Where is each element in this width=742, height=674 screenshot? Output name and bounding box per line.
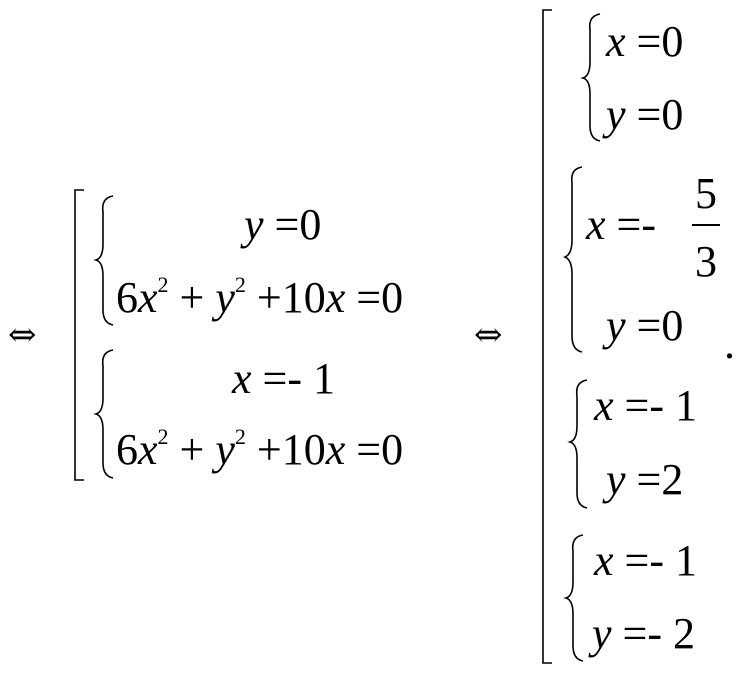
op-equals: = <box>636 17 662 66</box>
op-plus: + <box>256 273 282 322</box>
equivalence-arrow-1: ⇔ <box>8 315 37 355</box>
right-sysC-row1: x =- 1 <box>594 384 697 428</box>
op-equals: = <box>616 200 642 249</box>
var-y: y <box>606 301 626 350</box>
coef: 6 <box>116 273 138 322</box>
right-sysB-row2: y =0 <box>606 304 683 348</box>
equivalence-arrow-2: ⇔ <box>474 315 503 355</box>
value: 2 <box>673 609 696 658</box>
right-sysD-row1: x =- 1 <box>594 539 697 583</box>
var-x: x <box>606 17 626 66</box>
var-y: y <box>215 425 235 474</box>
right-sysC-row2: y =2 <box>606 458 683 502</box>
var-y: y <box>592 609 612 658</box>
value: 1 <box>675 536 698 585</box>
var-y: y <box>606 455 626 504</box>
value: 0 <box>661 90 684 139</box>
right-sysD-row2: y =- 2 <box>592 612 695 656</box>
closing-period: . <box>724 319 735 368</box>
value: 0 <box>381 273 404 322</box>
op-equals: = <box>624 536 650 585</box>
right-sysB-row1: x =- <box>586 203 656 247</box>
var-x: x <box>138 425 158 474</box>
op-minus: - <box>287 354 303 403</box>
left-set-bracket <box>74 189 84 481</box>
value: 1 <box>675 381 698 430</box>
right-sysA-row1: x =0 <box>606 20 683 64</box>
op-equals: = <box>636 455 662 504</box>
left-system-1-brace <box>93 195 114 326</box>
var-y: y <box>215 273 235 322</box>
right-system-b-brace <box>562 166 583 353</box>
var-x: x <box>138 273 158 322</box>
exponent: 2 <box>234 272 246 297</box>
coef: 6 <box>116 425 138 474</box>
op-equals: = <box>262 354 288 403</box>
right-sysA-row2: y =0 <box>606 93 683 137</box>
op-minus: - <box>649 381 665 430</box>
right-set-bracket <box>542 9 552 664</box>
right-system-c-brace <box>567 379 588 509</box>
value: 0 <box>381 425 404 474</box>
op-equals: = <box>636 301 662 350</box>
fraction-numerator: 5 <box>695 169 717 218</box>
var-x: x <box>594 536 614 585</box>
op-equals: = <box>274 200 300 249</box>
op-equals: = <box>356 425 382 474</box>
op-minus: - <box>649 536 665 585</box>
coef: 10 <box>281 425 326 474</box>
exponent: 2 <box>157 424 169 449</box>
value: 2 <box>661 455 684 504</box>
left-system-2-brace <box>93 349 114 479</box>
exponent: 2 <box>157 272 169 297</box>
var-x: x <box>594 381 614 430</box>
left-sys2-row1: x =- 1 <box>232 357 335 401</box>
coef: 10 <box>281 273 326 322</box>
right-system-d-brace <box>563 534 584 662</box>
fraction-denominator: 3 <box>695 237 717 286</box>
op-equals: = <box>356 273 382 322</box>
op-plus: + <box>179 425 205 474</box>
exponent: 2 <box>234 424 246 449</box>
op-plus: + <box>179 273 205 322</box>
var-x: x <box>586 200 606 249</box>
var-x: x <box>325 273 346 322</box>
op-plus: + <box>256 425 282 474</box>
left-sys1-row1: y =0 <box>244 203 321 247</box>
op-equals: = <box>622 609 648 658</box>
op-minus: - <box>641 200 657 249</box>
left-sys2-row2: 6x2 + y2 +10x =0 <box>116 425 404 474</box>
left-sys1-row2: 6x2 + y2 +10x =0 <box>116 273 404 322</box>
op-minus: - <box>647 609 663 658</box>
var-x: x <box>325 425 346 474</box>
var-x: x <box>232 354 252 403</box>
op-equals: = <box>636 90 662 139</box>
value: 0 <box>299 200 322 249</box>
right-system-a-brace <box>580 13 601 142</box>
var-y: y <box>606 90 626 139</box>
var-y: y <box>244 200 264 249</box>
value: 1 <box>313 354 336 403</box>
value: 0 <box>661 301 684 350</box>
op-equals: = <box>624 381 650 430</box>
fraction-bar <box>692 224 720 226</box>
value: 0 <box>661 17 684 66</box>
